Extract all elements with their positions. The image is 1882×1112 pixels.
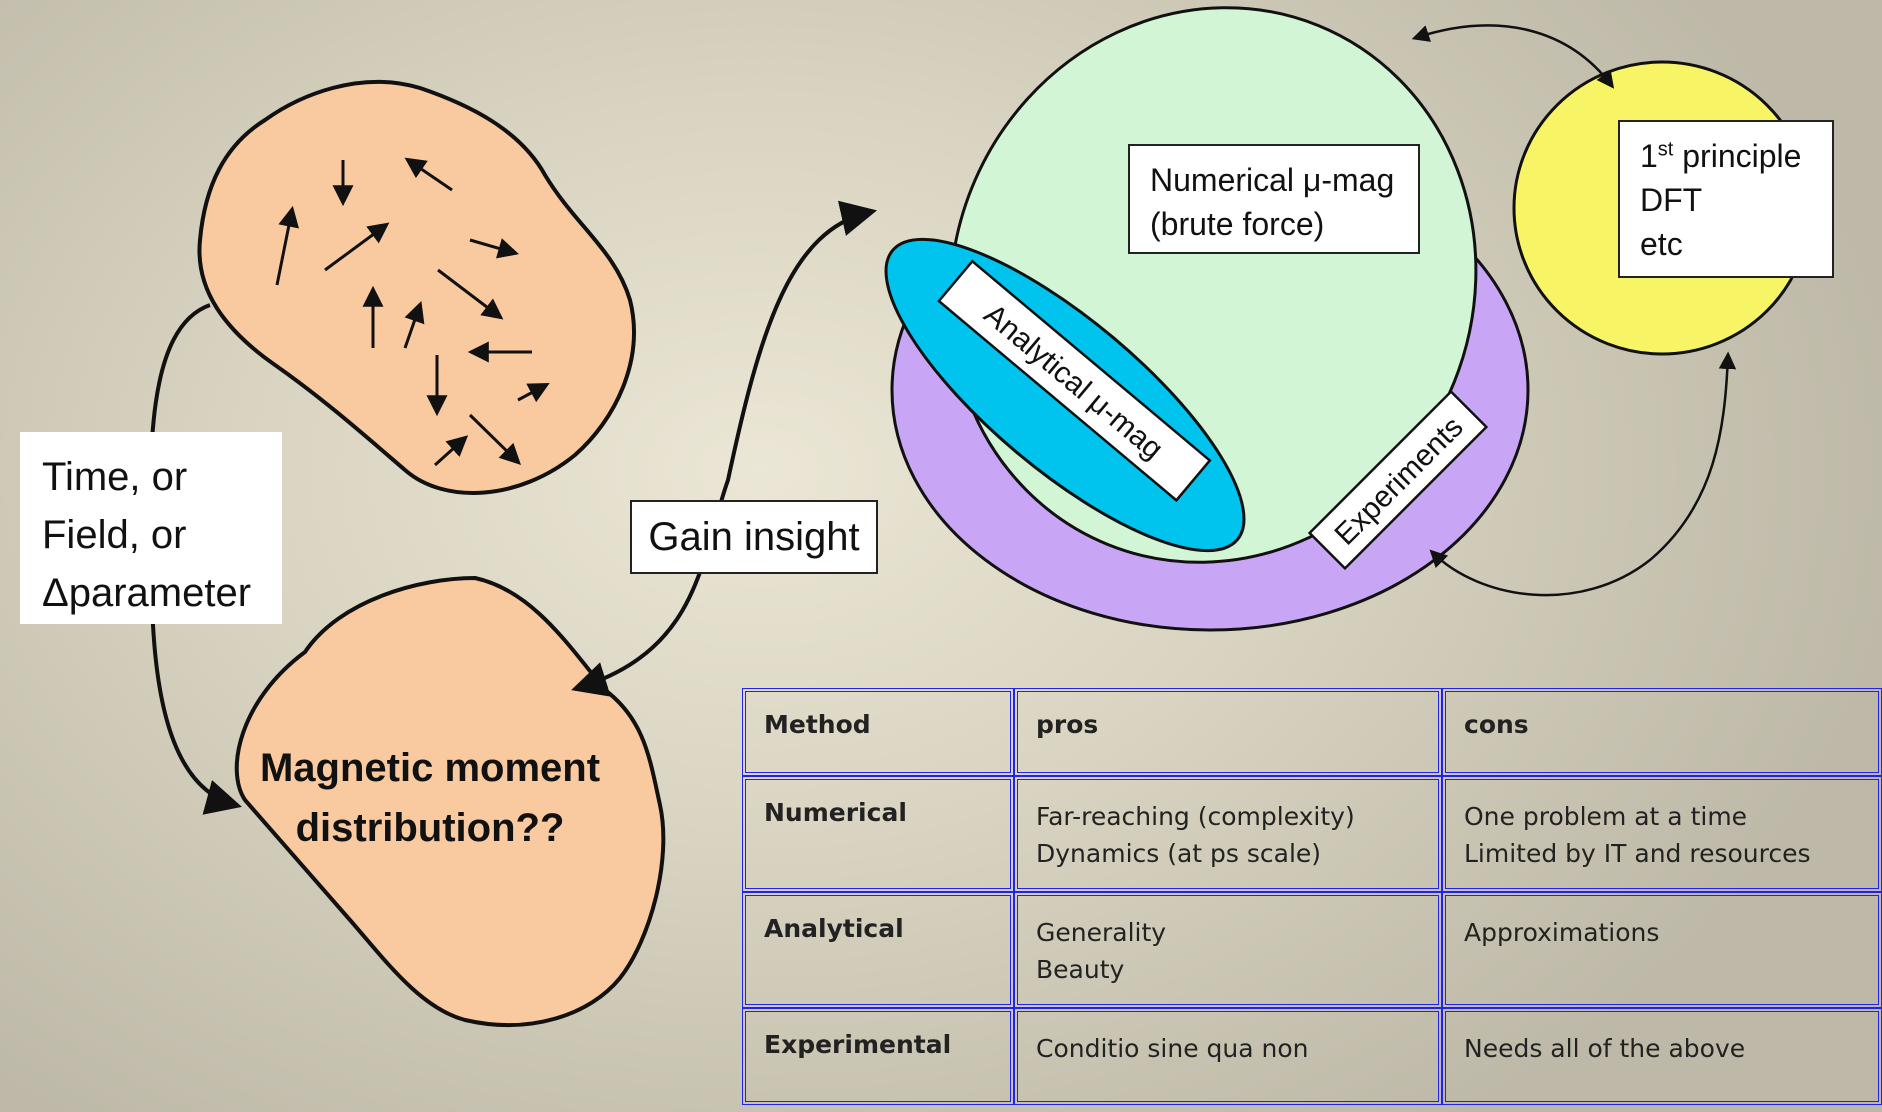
header-pros: pros bbox=[1014, 688, 1442, 776]
first-principle-line3: etc bbox=[1640, 226, 1683, 262]
parameter-label: Δparameter bbox=[42, 571, 252, 615]
row-experimental-pros: Conditio sine qua non bbox=[1014, 1008, 1442, 1105]
row-experimental-method: Experimental bbox=[742, 1008, 1014, 1105]
header-method: Method bbox=[742, 688, 1014, 776]
row-experimental-cons: Needs all of the above bbox=[1442, 1008, 1882, 1105]
first-principle-line2: DFT bbox=[1640, 182, 1703, 218]
spin-arrows bbox=[275, 157, 550, 467]
header-cons: cons bbox=[1442, 688, 1882, 776]
table-row: Experimental Conditio sine qua non Needs… bbox=[742, 1008, 1882, 1105]
magnetic-moment-blob bbox=[234, 575, 666, 1027]
row-analytical-pros: Generality Beauty bbox=[1014, 892, 1442, 1008]
magnetic-moment-label: Magnetic moment distribution?? bbox=[240, 738, 620, 858]
numerical-mumag-box: Numerical μ-mag (brute force) bbox=[1128, 144, 1420, 254]
magnetic-moment-line1: Magnetic moment bbox=[259, 746, 601, 790]
first-principle-box: 1st principle DFT etc bbox=[1618, 120, 1834, 278]
numerical-mumag-line1: Numerical μ-mag bbox=[1150, 162, 1395, 198]
numerical-mumag-line2: (brute force) bbox=[1150, 206, 1325, 242]
field-label: Field, or bbox=[42, 513, 187, 557]
table-row: Numerical Far-reaching (complexity) Dyna… bbox=[742, 776, 1882, 892]
row-numerical-method: Numerical bbox=[742, 776, 1014, 892]
gain-insight-label: Gain insight bbox=[648, 515, 860, 559]
time-label: Time, or bbox=[42, 455, 188, 499]
time-field-label-box: Time, or Field, or Δparameter bbox=[20, 432, 282, 624]
table-header-row: Method pros cons bbox=[742, 688, 1882, 776]
row-analytical-method: Analytical bbox=[742, 892, 1014, 1008]
first-principle-line1: 1st principle bbox=[1640, 138, 1802, 174]
methods-table: Method pros cons Numerical Far-reaching … bbox=[742, 688, 1882, 1105]
table-row: Analytical Generality Beauty Approximati… bbox=[742, 892, 1882, 1008]
top-connector-arrow bbox=[1411, 24, 1615, 89]
row-numerical-cons: One problem at a time Limited by IT and … bbox=[1442, 776, 1882, 892]
row-numerical-pros: Far-reaching (complexity) Dynamics (at p… bbox=[1014, 776, 1442, 892]
row-analytical-cons: Approximations bbox=[1442, 892, 1882, 1008]
bottom-connector-arrow bbox=[1429, 351, 1737, 597]
gain-insight-box: Gain insight bbox=[630, 500, 878, 574]
gain-insight-arrow bbox=[571, 200, 878, 697]
magnetic-moment-line2: distribution?? bbox=[295, 806, 565, 850]
